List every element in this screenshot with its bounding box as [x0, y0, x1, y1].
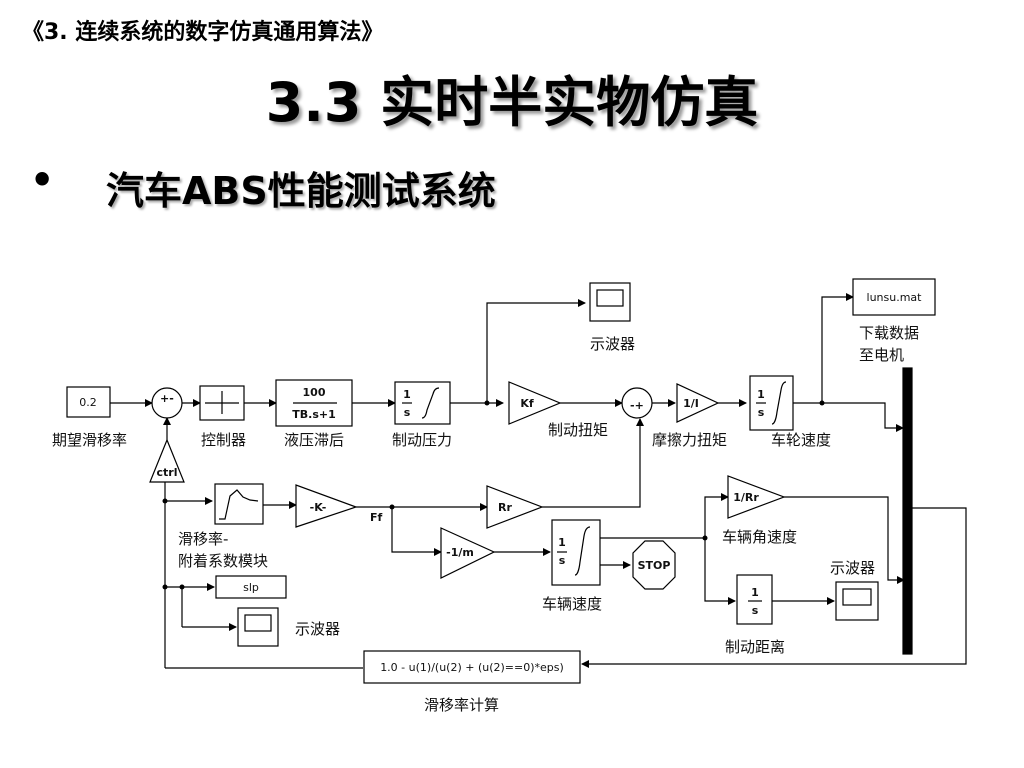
caption-friction-torque: 摩擦力扭矩: [652, 431, 727, 449]
slp-block[interactable]: [215, 575, 287, 599]
stop-block[interactable]: [632, 540, 676, 590]
caption-wheel-speed: 车轮速度: [771, 431, 831, 449]
mux-bar[interactable]: [902, 367, 913, 655]
gain-1-over-i[interactable]: [676, 383, 720, 423]
integ-distance-num: 1: [751, 586, 759, 599]
gain-rr[interactable]: [486, 485, 544, 529]
constant-value: 0.2: [79, 396, 97, 409]
brake-pressure-integrator[interactable]: [394, 381, 451, 425]
caption-slip-module-line1: 滑移率-: [178, 530, 228, 548]
caption-brake-pressure: 制动压力: [392, 431, 452, 449]
caption-scope-top: 示波器: [590, 335, 635, 353]
gain-1-over-m[interactable]: [440, 527, 496, 579]
integ-wheel-num: 1: [757, 388, 765, 401]
stop-label: STOP: [638, 559, 671, 572]
slip-adhesion-lookup[interactable]: [214, 483, 264, 525]
file-label: lunsu.mat: [867, 291, 923, 304]
chapter-header: 《3. 连续系统的数字仿真通用算法》: [22, 20, 384, 45]
brake-distance-integrator[interactable]: [736, 574, 773, 625]
caption-vehicle-angular-speed: 车辆角速度: [722, 528, 797, 546]
sum2-signs: -+: [630, 399, 644, 412]
caption-vehicle-speed: 车辆速度: [542, 595, 602, 613]
caption-brake-distance: 制动距离: [725, 638, 785, 656]
caption-download-line2: 至电机: [859, 346, 904, 364]
scope-top[interactable]: [589, 282, 631, 322]
block-captions: 期望滑移率 控制器 液压滞后 制动压力 制动扭矩 摩擦力扭矩 车轮速度 示波器 …: [52, 324, 919, 714]
caption-scope-left: 示波器: [295, 620, 340, 638]
gain-1-over-i-label: 1/I: [683, 397, 699, 410]
caption-slip-module-line2: 附着系数模块: [178, 552, 268, 570]
file-block-lunsu[interactable]: [852, 278, 936, 316]
integ1-num: 1: [403, 388, 411, 401]
gain-1-over-rr-label: 1/Rr: [733, 491, 759, 504]
sum-block-2[interactable]: [621, 387, 653, 419]
gain-1-over-rr[interactable]: [727, 475, 786, 519]
gain-k[interactable]: [295, 484, 358, 528]
block-texts: 0.2 +- 100 TB.s+1 1 s Kf -+ 1/I 1 s luns…: [79, 291, 922, 674]
integ-wheel-den: s: [758, 406, 765, 419]
controller-block[interactable]: [199, 385, 245, 421]
sum1-signs: +-: [160, 392, 174, 405]
caption-scope-right: 示波器: [830, 559, 875, 577]
vehicle-speed-integrator[interactable]: [551, 519, 601, 586]
gain-1-over-m-label: -1/m: [446, 546, 474, 559]
hydraulic-lag-block[interactable]: [275, 379, 353, 427]
tf-denominator: TB.s+1: [292, 408, 335, 421]
gain-kf[interactable]: [508, 381, 562, 425]
gain-rr-label: Rr: [498, 501, 512, 514]
integ1-den: s: [404, 406, 411, 419]
bullet-dot: •: [30, 158, 55, 202]
gain-k-label: -K-: [310, 501, 327, 514]
ctrl-label: ctrl: [157, 466, 178, 479]
junction-dots: [162, 400, 825, 590]
caption-slip-calc: 滑移率计算: [424, 696, 499, 714]
sum-block-1[interactable]: [151, 387, 183, 419]
integ-distance-den: s: [752, 604, 759, 617]
scope-left[interactable]: [237, 607, 279, 647]
caption-download-line1: 下载数据: [859, 324, 919, 342]
caption-controller: 控制器: [201, 431, 246, 449]
caption-ff: Ff: [370, 511, 383, 524]
gain-kf-label: Kf: [520, 397, 534, 410]
constant-block[interactable]: [66, 386, 111, 418]
caption-hydraulic-lag: 液压滞后: [284, 431, 344, 449]
slide-title: 3.3 实时半实物仿真: [265, 71, 759, 134]
integ-vehicle-num: 1: [558, 536, 566, 549]
wheel-speed-integrator[interactable]: [749, 375, 794, 431]
fcn-expression: 1.0 - u(1)/(u(2) + (u(2)==0)*eps): [380, 661, 564, 674]
scope-right[interactable]: [835, 581, 879, 621]
signal-lines: [110, 293, 967, 669]
integ-vehicle-den: s: [559, 554, 566, 567]
tf-numerator: 100: [303, 386, 326, 399]
caption-brake-torque: 制动扭矩: [548, 421, 608, 439]
slide-subtitle: 汽车ABS性能测试系统: [106, 169, 496, 213]
ctrl-block[interactable]: [149, 438, 185, 483]
caption-desired-slip: 期望滑移率: [52, 431, 127, 449]
slip-calc-fcn[interactable]: [363, 650, 581, 684]
slp-label: slp: [243, 581, 259, 594]
